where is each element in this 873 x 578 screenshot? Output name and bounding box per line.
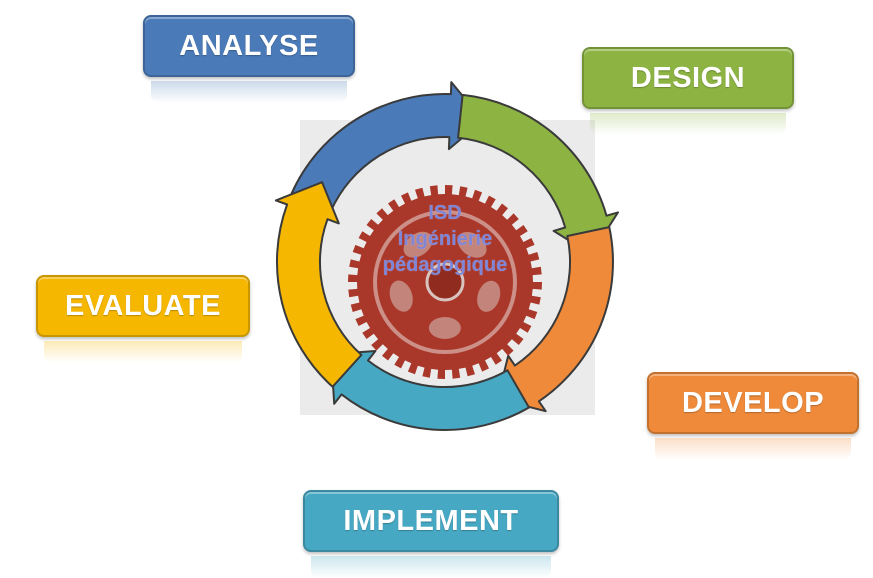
arrow-implement — [330, 350, 530, 431]
gear-spoke-window — [389, 280, 413, 312]
gear-hub — [425, 262, 465, 302]
phase-analyse: ANALYSE — [143, 15, 355, 103]
center-label-line-1: ISD — [428, 202, 462, 224]
gear-icon — [348, 185, 542, 379]
phase-evaluate-label: EVALUATE — [65, 289, 221, 322]
arrow-analyse — [290, 81, 484, 213]
phase-implement-label: IMPLEMENT — [343, 504, 519, 537]
phase-develop: DEVELOP — [647, 372, 859, 460]
phase-design: DESIGN — [582, 47, 794, 135]
gear-spoke-window — [428, 316, 461, 340]
cycle-arrows — [274, 81, 619, 431]
gear-spoke-window — [457, 231, 487, 258]
phase-develop-label: DEVELOP — [681, 386, 825, 419]
phase-implement: IMPLEMENT — [303, 490, 559, 578]
arrow-develop — [496, 226, 614, 413]
gear-spoke-window — [477, 280, 501, 312]
phase-analyse-label: ANALYSE — [179, 29, 319, 62]
center-label: ISD Ingénierie pédagogique — [350, 200, 540, 278]
phase-design-label: DESIGN — [630, 61, 746, 94]
center-label-line-2: Ingénierie — [397, 228, 493, 250]
gear-rim — [373, 210, 517, 354]
phase-evaluate: EVALUATE — [36, 275, 250, 363]
arrow-evaluate — [274, 181, 363, 388]
center-label-line-3: pédagogique — [382, 254, 508, 276]
arrow-design — [457, 93, 619, 256]
gear-spoke-window — [403, 231, 433, 258]
